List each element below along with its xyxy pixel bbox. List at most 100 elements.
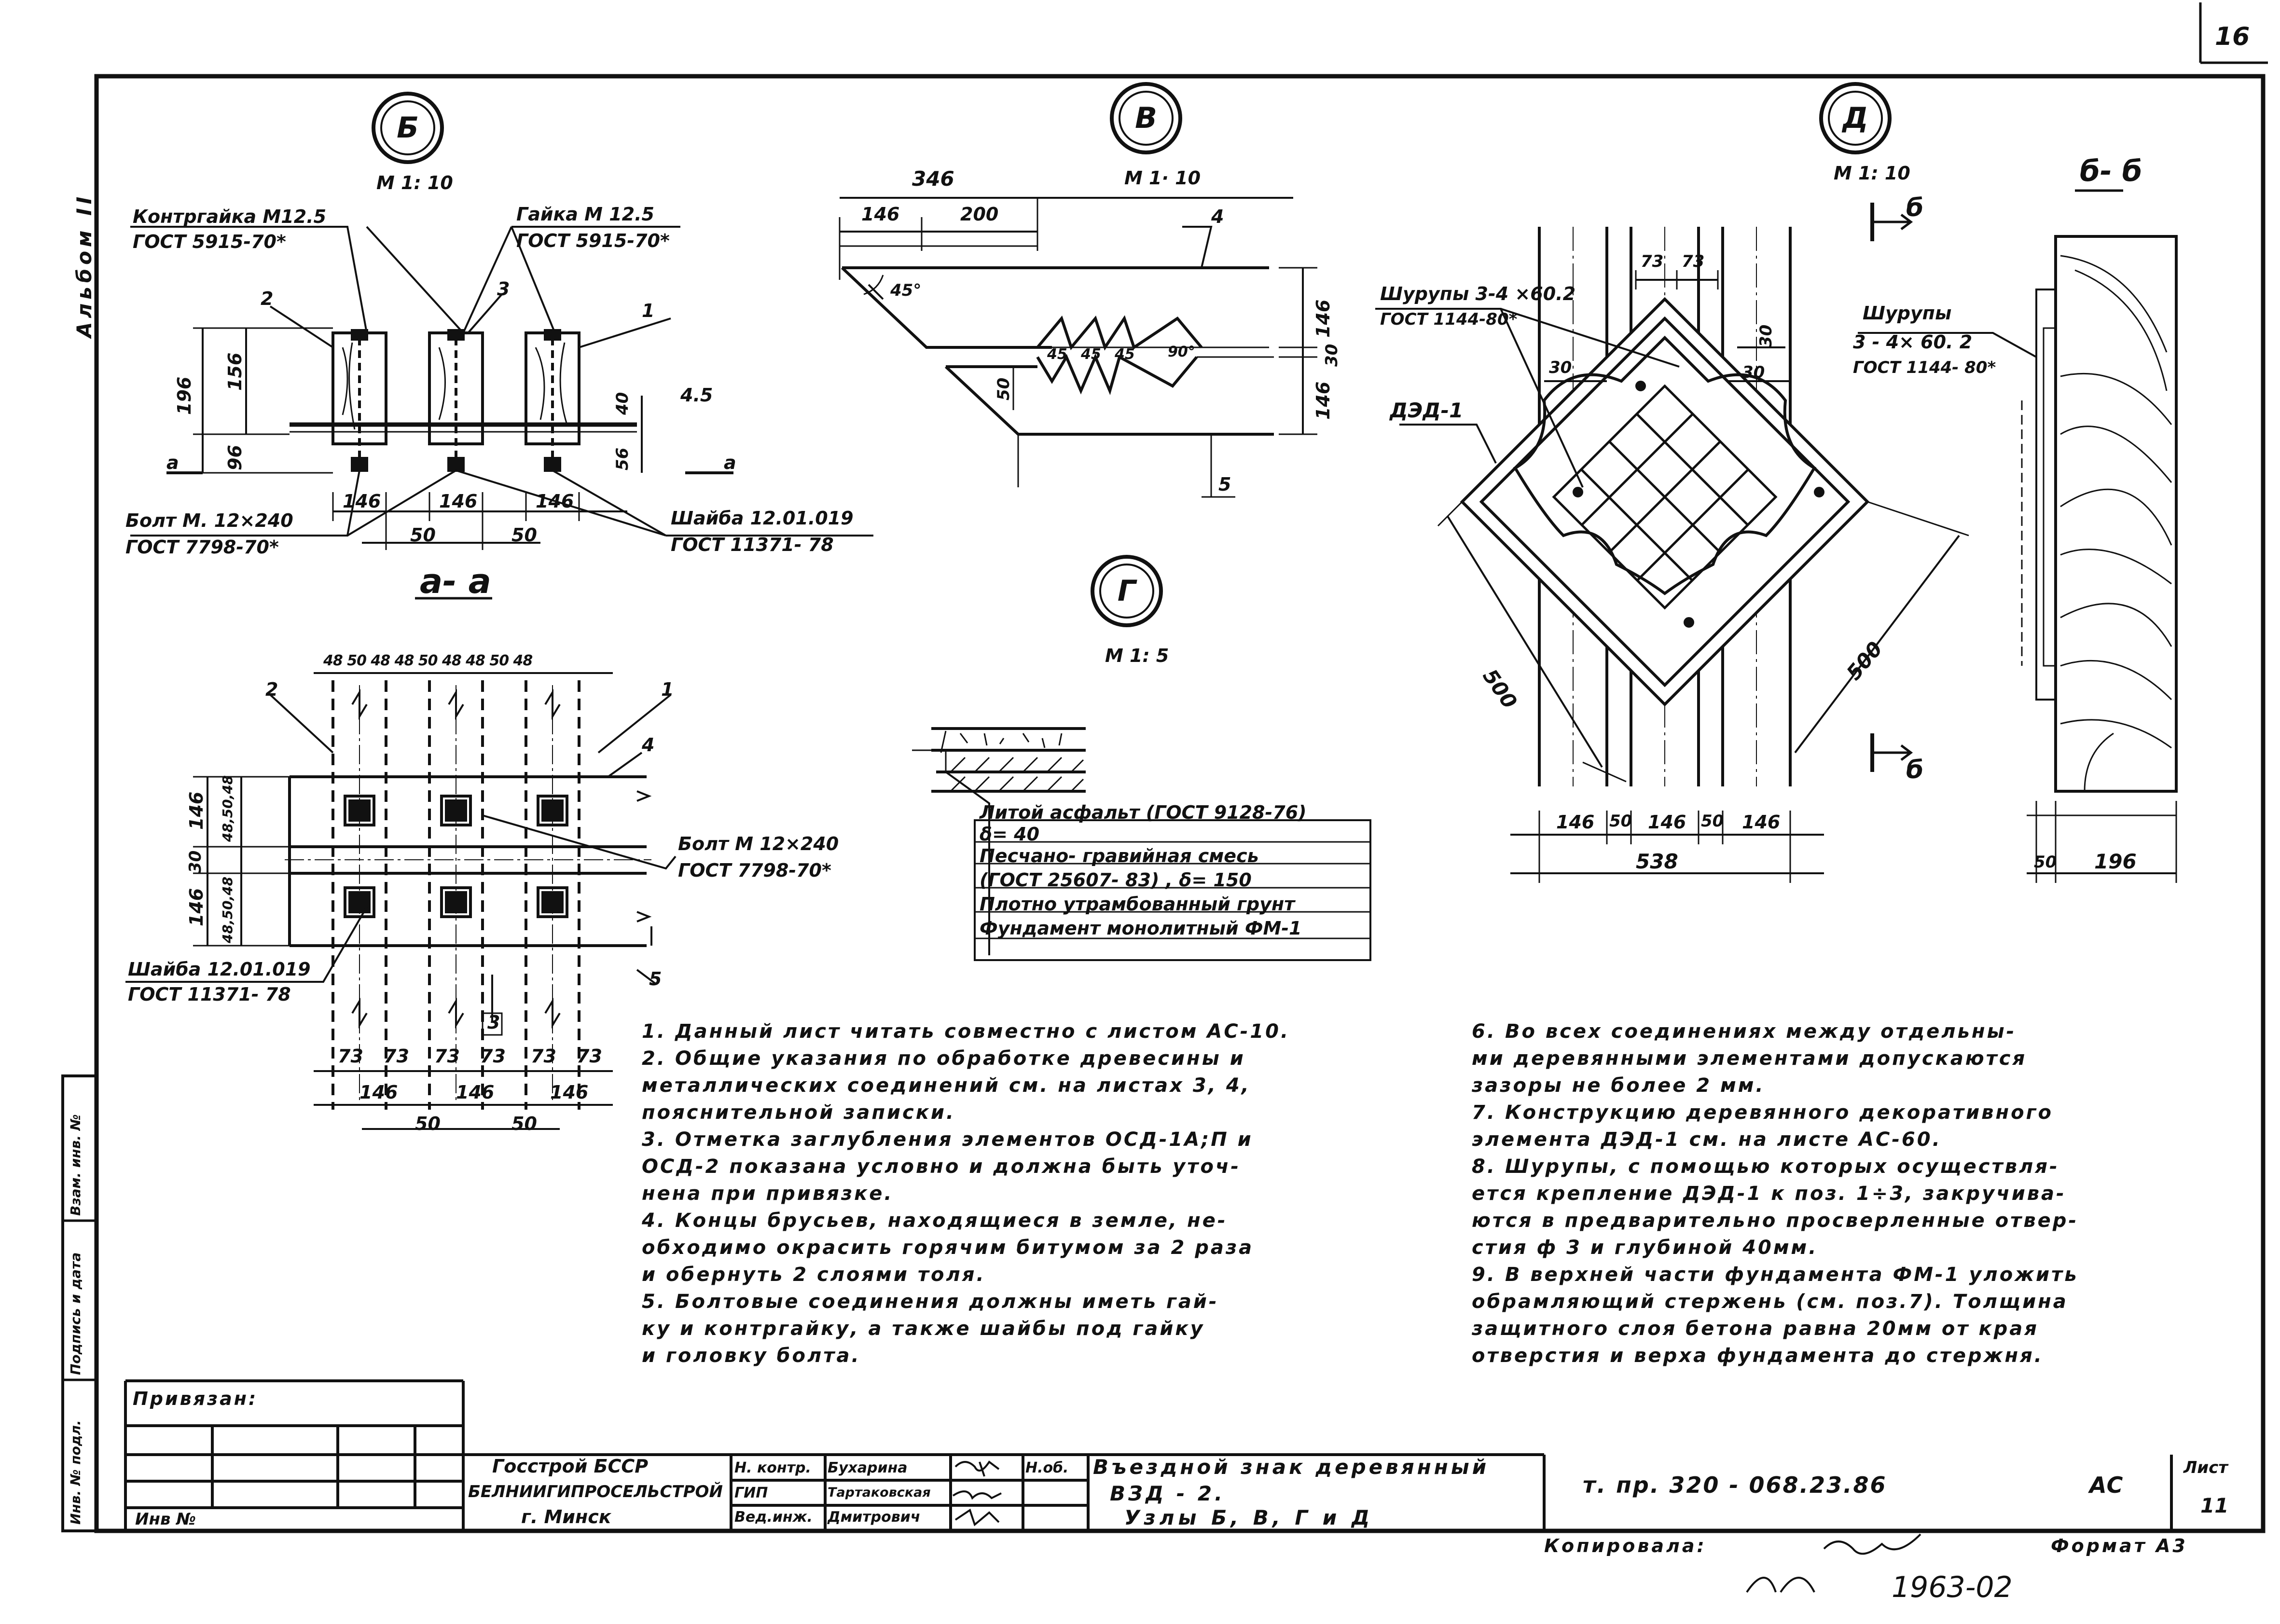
node-g-drawing xyxy=(912,727,1371,961)
title-block-lines xyxy=(124,1379,2173,1531)
note-line: зазоры не более 2 мм. xyxy=(1472,1074,1765,1097)
node-b-nut: Гайка М 12.5 xyxy=(516,204,654,225)
note-line: обходимо окрасить горячим битумом за 2 р… xyxy=(642,1237,1254,1259)
note-line: 3. Отметка заглубления элементов ОСД-1А;… xyxy=(642,1129,1253,1151)
tb-org-2: БЕЛНИИГИПРОСЕЛЬСТРОЙ xyxy=(468,1482,723,1501)
sheet-frame xyxy=(94,74,2266,1533)
stamp-inv-replace: Взам. инв. № xyxy=(68,1114,83,1216)
node-v-dim-146-r1: 146 xyxy=(1313,299,1334,338)
tb-role-1: Н. контр. xyxy=(734,1459,811,1476)
node-v-angle-a: 45 xyxy=(1047,346,1067,363)
tb-name-3: Дмитрович xyxy=(828,1509,921,1526)
tb-privyazan: Привязан: xyxy=(133,1388,258,1409)
node-g-layer-6: Фундамент монолитный ФМ-1 xyxy=(980,918,1302,939)
node-d-dim-146a: 146 xyxy=(1556,812,1595,833)
node-b-contr-nut: Контргайка М12.5 xyxy=(133,206,327,227)
section-aa-dim-73-5: 73 xyxy=(531,1046,556,1067)
section-aa-dim-50-1: 50 xyxy=(415,1113,441,1134)
node-d-dim-146b: 146 xyxy=(1648,812,1686,833)
node-v-dim-30: 30 xyxy=(1322,344,1341,367)
section-aa-pos-4: 4 xyxy=(642,734,655,756)
section-aa-pos-1: 1 xyxy=(661,679,674,700)
section-bb-title: б- б xyxy=(2080,154,2142,188)
node-b-section-a-left: а xyxy=(166,452,179,473)
node-v-angle-b: 45 xyxy=(1081,346,1101,363)
section-aa-small-bottom: 48,50,48 xyxy=(220,876,235,943)
node-b-dim-196: 196 xyxy=(174,376,195,415)
note-line: ются в предварительно просверленные отве… xyxy=(1472,1210,2079,1232)
node-b-dim-56: 56 xyxy=(613,447,632,470)
node-b-pos-2: 2 xyxy=(261,288,274,309)
tb-title-1: Въездной знак деревянный xyxy=(1093,1455,1490,1479)
node-v-pos-4: 4 xyxy=(1211,206,1224,227)
tb-title-2: ВЗД - 2. xyxy=(1110,1482,1226,1505)
node-b-pos-1: 1 xyxy=(642,300,655,321)
tb-stage: АС xyxy=(2089,1472,2123,1498)
section-aa-title: а- а xyxy=(420,562,491,601)
node-v-dim-146-r2: 146 xyxy=(1313,381,1334,420)
tb-role-3: Вед.инж. xyxy=(734,1509,813,1526)
note-line: стия ф 3 и глубиной 40мм. xyxy=(1472,1237,1818,1259)
tb-code: т. пр. 320 - 068.23.86 xyxy=(1583,1472,1887,1498)
node-d-cut-top: б xyxy=(1906,193,1924,222)
notes-left: 1. Данный лист читать совместно с листом… xyxy=(642,1018,1290,1369)
note-line: 6. Во всех соединениях между отдельны- xyxy=(1472,1020,2017,1043)
node-d-scale: М 1: 10 xyxy=(1834,163,1910,184)
node-d-screws-gost: ГОСТ 1144-80* xyxy=(1380,310,1518,329)
section-aa-pos-5: 5 xyxy=(649,968,662,990)
stamp-signature-date: Подпись и дата xyxy=(68,1252,83,1375)
tb-name-1: Бухарина xyxy=(828,1459,908,1476)
node-v-dim-50: 50 xyxy=(994,377,1013,400)
section-aa-dim-146-top: 146 xyxy=(186,791,207,830)
node-b-dim-4-5: 4.5 xyxy=(680,385,713,406)
tb-inv: Инв № xyxy=(135,1510,196,1529)
node-b-scale: М 1: 10 xyxy=(376,172,453,193)
section-bb-drawing xyxy=(1858,189,2178,883)
tb-org-1: Госстрой БССР xyxy=(492,1456,649,1477)
node-v-dim-200: 200 xyxy=(960,204,999,225)
note-line: 2. Общие указания по обработке древесины… xyxy=(642,1047,1245,1070)
node-g-layer-5: Плотно утрамбованный грунт xyxy=(980,894,1295,915)
node-b-dim-146c: 146 xyxy=(536,491,574,512)
album-label: Альбом II xyxy=(72,193,96,338)
node-b-dim-96: 96 xyxy=(224,445,246,470)
note-line: ется крепление ДЭД-1 к поз. 1÷3, закручи… xyxy=(1472,1183,2066,1205)
notes-right: 6. Во всех соединениях между отдельны- м… xyxy=(1472,1018,2079,1369)
note-line: отверстия и верха фундамента до стержня. xyxy=(1472,1345,2044,1367)
node-b-bolt-gost: ГОСТ 7798-70* xyxy=(125,537,279,558)
node-d-dim-30c: 30 xyxy=(1756,324,1776,347)
node-b-dim-146b: 146 xyxy=(439,491,478,512)
tb-org-3: г. Минск xyxy=(521,1506,611,1528)
node-b-dim-50a: 50 xyxy=(410,524,436,546)
section-aa-drawing xyxy=(125,672,677,1130)
section-aa-dim-146-1: 146 xyxy=(359,1082,398,1103)
node-d-dim-50a: 50 xyxy=(1609,812,1632,831)
section-aa-dim-146-3: 146 xyxy=(550,1082,589,1103)
section-aa-dim-73-2: 73 xyxy=(384,1046,409,1067)
node-b-nut-gost: ГОСТ 5915-70* xyxy=(516,230,670,251)
tb-sheet-no: 11 xyxy=(2200,1494,2229,1517)
tb-name-2: Тартаковская xyxy=(828,1485,931,1500)
signatures xyxy=(952,1460,1921,1593)
node-b-bolt: Болт М. 12×240 xyxy=(125,510,293,531)
node-v-dim-146: 146 xyxy=(861,204,900,225)
note-line: 8. Шурупы, с помощью которых осуществля- xyxy=(1472,1156,2059,1178)
section-aa-dim-73-1: 73 xyxy=(338,1046,363,1067)
note-line: 9. В верхней части фундамента ФМ-1 уложи… xyxy=(1472,1264,2079,1286)
node-b-marker: Б xyxy=(372,92,444,164)
node-b-dim-40: 40 xyxy=(613,392,632,415)
node-v-angle-c: 45 xyxy=(1115,346,1135,363)
node-v-dim-346: 346 xyxy=(912,167,954,191)
node-b-dim-156: 156 xyxy=(224,352,246,391)
node-g-scale: М 1: 5 xyxy=(1105,645,1169,666)
section-aa-dim-146-bottom: 146 xyxy=(186,888,207,926)
tb-title-3: Узлы Б, В, Г и Д xyxy=(1124,1506,1374,1529)
note-line: и обернуть 2 слоями толя. xyxy=(642,1264,986,1286)
section-aa-dim-73-4: 73 xyxy=(480,1046,506,1067)
node-v-pos-5: 5 xyxy=(1218,474,1231,495)
tb-stamp-no: 1963-02 xyxy=(1892,1570,2013,1604)
node-v-angle-45: 45° xyxy=(890,281,922,300)
section-aa-pos-2: 2 xyxy=(265,679,278,700)
section-bb-dim-50: 50 xyxy=(2034,853,2057,872)
